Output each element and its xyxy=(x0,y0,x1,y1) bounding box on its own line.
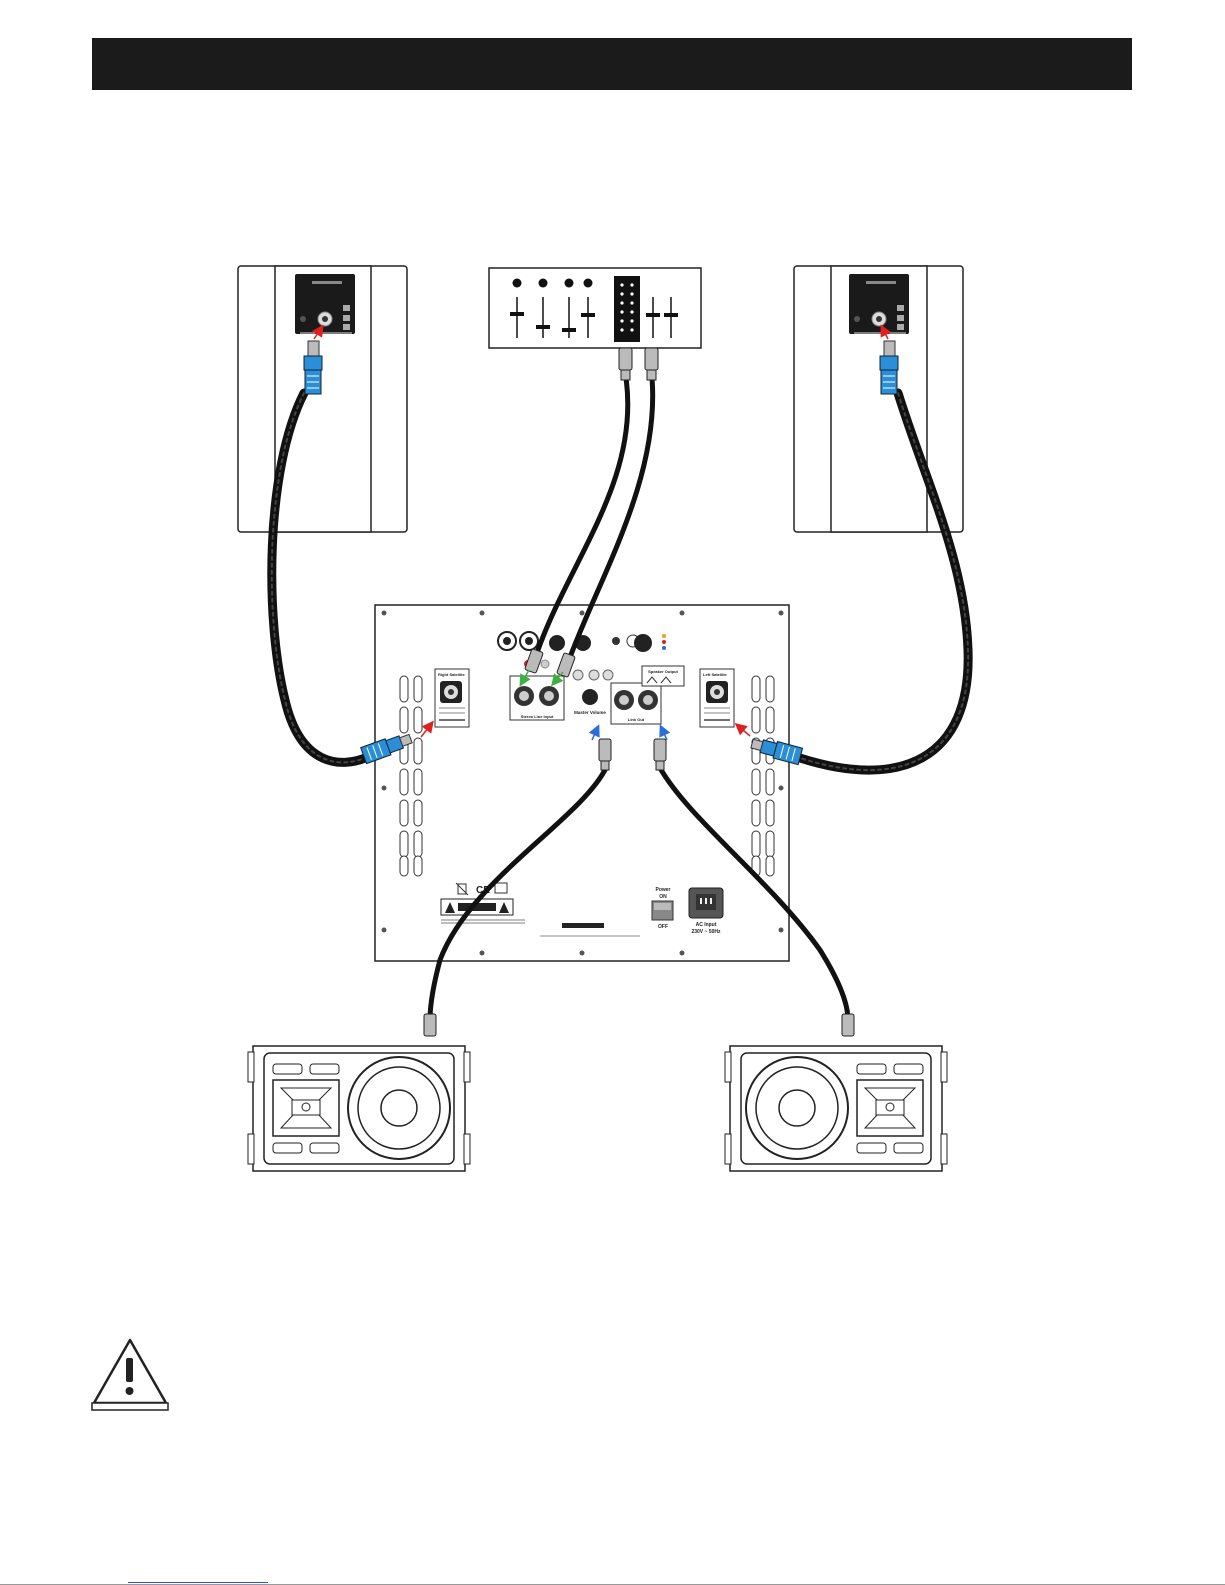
right-satellite-label: Right Satellite xyxy=(438,672,465,677)
mixer xyxy=(489,268,701,348)
power-on-label: ON xyxy=(659,894,667,900)
speaker-output-label: Speaker Output xyxy=(648,669,678,674)
link-out-label: Link Out xyxy=(628,717,645,722)
power-title: Power xyxy=(655,887,670,893)
left-satellite-label: Left Satellite xyxy=(703,672,728,677)
subwoofer-rear-panel: Right Satellite Left Satellite Stereo Li… xyxy=(375,605,789,961)
footer-link-underline[interactable] xyxy=(128,1582,268,1583)
left-monitor-speaker xyxy=(248,1046,470,1171)
warning-triangle-icon xyxy=(92,1340,168,1410)
line-input-label: Stereo Line Input xyxy=(521,714,554,719)
ac-input-label: AC Input xyxy=(696,922,717,928)
master-volume-label: Master Volume xyxy=(574,710,606,715)
ac-spec-label: 230V ~ 50Hz xyxy=(691,929,721,935)
right-monitor-speaker xyxy=(725,1046,947,1171)
right-satellite-speaker xyxy=(794,266,963,532)
left-satellite-speaker xyxy=(238,266,407,532)
power-off-label: OFF xyxy=(658,924,668,930)
